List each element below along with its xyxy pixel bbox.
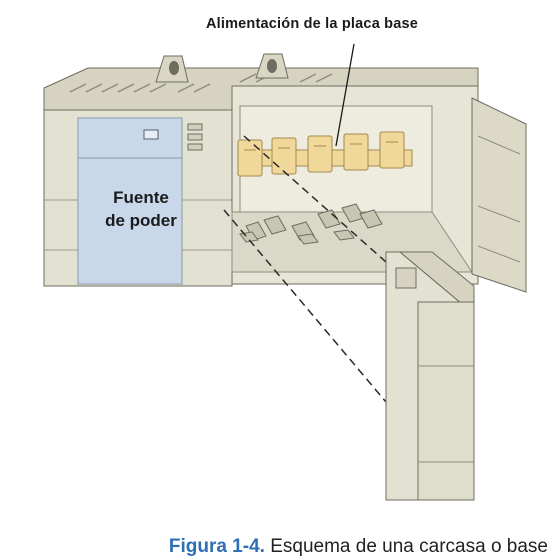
- connector-slot-5: [379, 131, 405, 169]
- callout-leader: [335, 43, 355, 147]
- backplane-connectors: [237, 131, 413, 177]
- io-module: [385, 251, 475, 501]
- connector-slot-3: [307, 135, 333, 173]
- power-supply-indicator: [143, 129, 159, 140]
- connector-slot-4: [343, 133, 369, 171]
- connector-slot-1: [237, 139, 263, 177]
- top-vents: [69, 73, 333, 93]
- callout-label: Alimentación de la placa base: [205, 16, 419, 32]
- figure-number: Figura 1-4.: [168, 536, 265, 557]
- status-leds: [187, 123, 203, 151]
- mounting-ear-right: [255, 53, 289, 79]
- power-supply-label-line-2: de poder: [105, 211, 177, 230]
- insertion-path: [223, 135, 387, 403]
- power-supply-label-line-1: Fuente: [113, 188, 169, 207]
- figure-caption-text: Esquema de una carcasa o base: [264, 536, 548, 557]
- figure-caption: Figura 1-4. Esquema de una carcasa o bas…: [0, 536, 560, 558]
- connector-slot-2: [271, 137, 297, 175]
- power-supply-face: [77, 117, 183, 285]
- power-supply-label: Fuente de poder: [86, 186, 196, 232]
- chassis-door: [471, 97, 527, 293]
- mounting-ear-left: [155, 55, 189, 83]
